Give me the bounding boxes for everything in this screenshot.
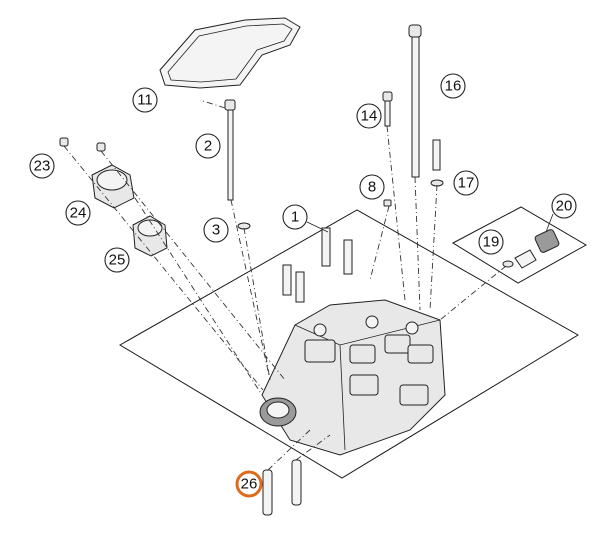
sub-plane-19-20 bbox=[451, 206, 588, 284]
callout-2: 2 bbox=[195, 133, 221, 159]
cylinder-head-part bbox=[259, 299, 446, 456]
callout-label: 16 bbox=[445, 78, 462, 95]
callout-label: 2 bbox=[204, 138, 212, 155]
callout-24: 24 bbox=[65, 200, 91, 226]
callout-1: 1 bbox=[282, 204, 308, 230]
bolt-2-part bbox=[224, 99, 236, 201]
callout-8: 8 bbox=[359, 174, 385, 200]
thermostat-housing-part bbox=[59, 137, 168, 257]
small-part-8 bbox=[383, 199, 392, 207]
base-plane bbox=[119, 209, 579, 479]
callout-label: 1 bbox=[291, 209, 299, 226]
callout-19: 19 bbox=[478, 229, 504, 255]
callout-3: 3 bbox=[203, 217, 229, 243]
bolt-14-part bbox=[382, 91, 393, 127]
callout-label: 20 bbox=[556, 198, 573, 215]
callout-label: 25 bbox=[109, 252, 126, 269]
callout-label: 14 bbox=[361, 108, 378, 125]
leader-lines bbox=[63, 99, 507, 471]
callout-14: 14 bbox=[356, 103, 382, 129]
callout-26: 26 bbox=[235, 470, 263, 498]
callout-25: 25 bbox=[104, 247, 130, 273]
callout-20: 20 bbox=[551, 193, 577, 219]
callout-11: 11 bbox=[132, 87, 158, 113]
callout-label: 17 bbox=[458, 175, 475, 192]
callout-label: 11 bbox=[137, 92, 153, 109]
callout-label: 19 bbox=[483, 234, 500, 251]
dowel-pins-part bbox=[262, 459, 302, 516]
valve-guides bbox=[282, 227, 353, 303]
sensor-part bbox=[502, 229, 560, 269]
callout-label: 8 bbox=[368, 179, 376, 196]
callout-label: 26 bbox=[241, 476, 258, 493]
callout-23: 23 bbox=[29, 153, 55, 179]
callout-label: 24 bbox=[70, 205, 87, 222]
callout-17: 17 bbox=[453, 170, 479, 196]
long-bolt-part bbox=[408, 24, 444, 187]
callout-label: 3 bbox=[212, 222, 220, 239]
callout-label: 23 bbox=[34, 158, 51, 175]
gasket-part bbox=[159, 17, 301, 89]
callout-16: 16 bbox=[440, 73, 466, 99]
